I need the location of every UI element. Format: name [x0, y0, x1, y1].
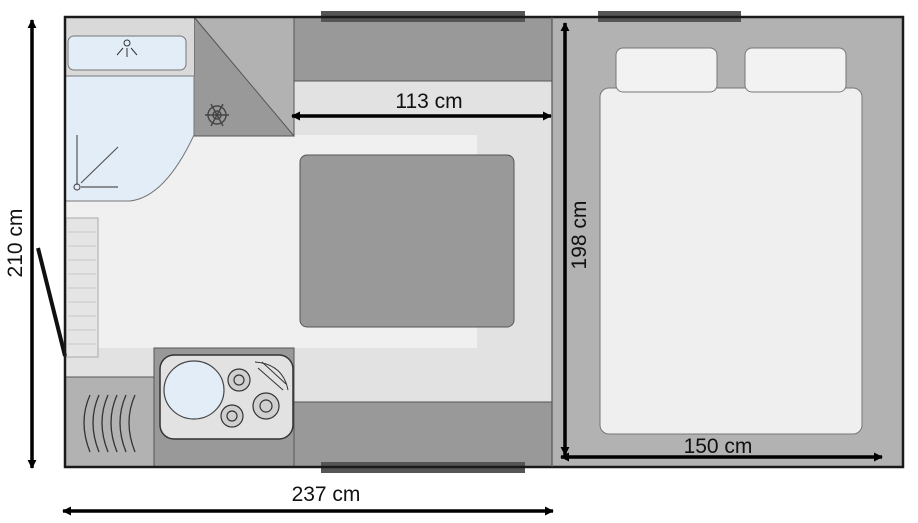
shower-area	[64, 75, 195, 202]
tap-icon	[116, 39, 138, 57]
heater-cabinet	[64, 376, 155, 468]
top-cabinet	[293, 16, 553, 82]
total-height-label: 210 cm	[4, 209, 27, 278]
snowflake-icon	[205, 103, 229, 127]
door-slats	[68, 231, 96, 345]
outer-wall	[63, 15, 905, 469]
bed-width-label: 150 cm	[684, 435, 753, 458]
shower-icon	[73, 135, 119, 191]
table	[299, 154, 515, 328]
gas-burner-icon	[220, 368, 280, 428]
bed-length-label: 198 cm	[568, 201, 591, 270]
sink-icon	[163, 360, 225, 420]
bottom-cabinet	[293, 401, 553, 468]
burner-cover-icon	[254, 361, 289, 391]
heater-icon	[83, 394, 136, 453]
inner-width-label: 113 cm	[395, 90, 462, 113]
mattress	[599, 87, 863, 435]
total-width-label: 237 cm	[292, 483, 361, 506]
pillow-right	[744, 47, 847, 93]
door-swing	[36, 247, 67, 357]
pillow-left	[615, 47, 718, 93]
